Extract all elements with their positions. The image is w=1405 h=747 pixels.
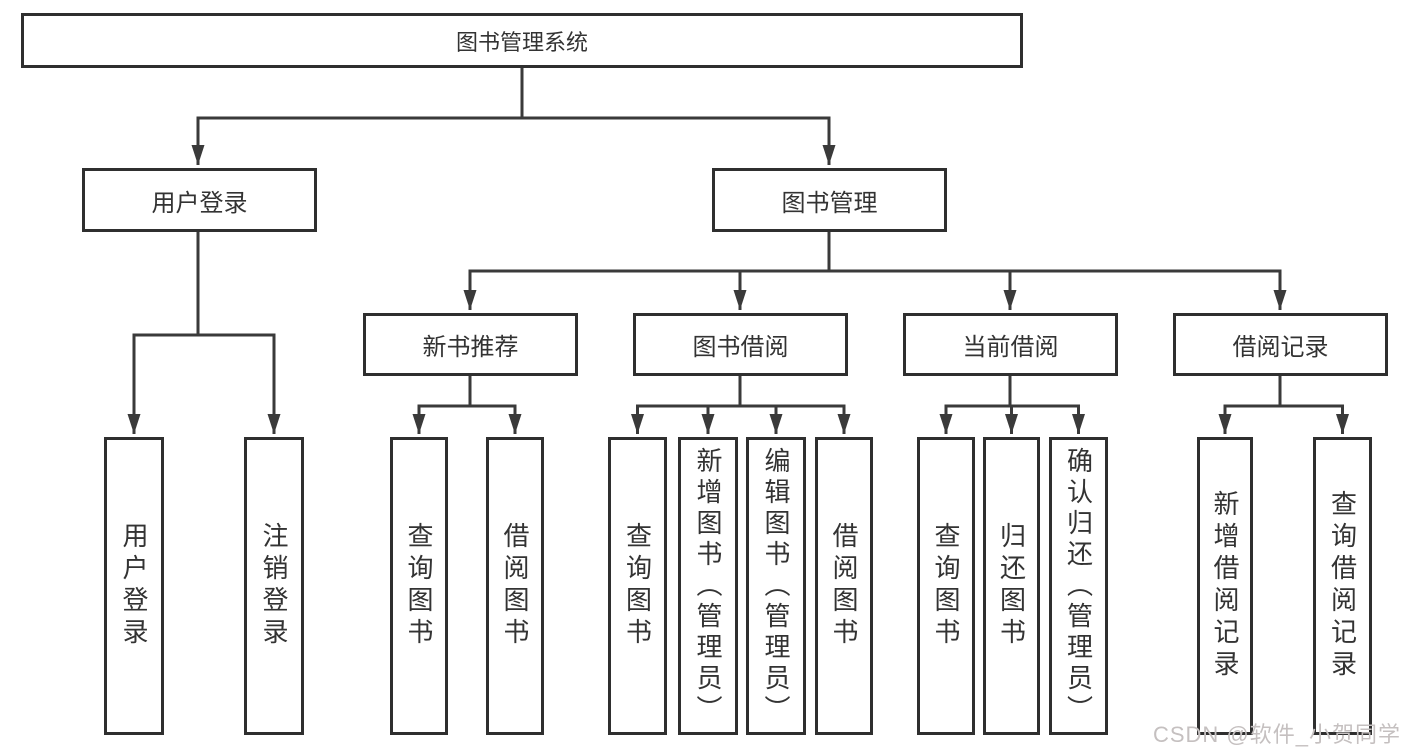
connector-new-book-children [412, 374, 522, 434]
leaf-edit-book-admin: 编辑图书（管理员） [746, 437, 806, 735]
leaf-label: 编辑图书（管理员） [761, 446, 791, 726]
leaf-query-borrow-record: 查询借阅记录 [1313, 437, 1372, 735]
node-book-management: 图书管理 [712, 168, 947, 232]
leaf-logout: 注销登录 [244, 437, 304, 735]
node-label: 图书管理 [781, 189, 878, 217]
node-new-book-recommend: 新书推荐 [363, 313, 578, 376]
connector-user-login-children [127, 230, 281, 434]
node-label: 图书管理系统 [455, 29, 588, 55]
node-label: 用户登录 [151, 189, 248, 217]
leaf-query-book-recommend: 查询图书 [390, 437, 448, 735]
node-user-login: 用户登录 [82, 168, 317, 232]
leaf-query-book-borrow: 查询图书 [608, 437, 667, 735]
connector-book-management-children [463, 230, 1287, 310]
connector-borrow-record-children [1218, 374, 1349, 434]
leaf-label: 查询图书 [404, 522, 434, 650]
leaf-label: 新增图书（管理员） [693, 446, 723, 726]
node-label: 新书推荐 [422, 334, 519, 361]
leaf-label: 查询图书 [622, 522, 653, 650]
leaf-label: 归还图书 [996, 522, 1027, 650]
leaf-label: 新增借阅记录 [1210, 490, 1240, 682]
connector-root-to-level2 [191, 66, 836, 165]
leaf-label: 借阅图书 [500, 522, 530, 650]
leaf-label: 借阅图书 [829, 522, 859, 650]
connector-current-borrow-children [939, 374, 1085, 434]
leaf-label: 查询图书 [931, 522, 961, 650]
leaf-label: 注销登录 [259, 522, 289, 650]
node-root-system: 图书管理系统 [21, 13, 1023, 68]
leaf-label: 用户登录 [119, 522, 149, 650]
node-current-borrow: 当前借阅 [903, 313, 1118, 376]
node-borrow-record: 借阅记录 [1173, 313, 1388, 376]
leaf-user-login: 用户登录 [104, 437, 164, 735]
leaf-label: 确认归还（管理员） [1063, 446, 1094, 726]
leaf-borrow-book: 借阅图书 [815, 437, 873, 735]
node-label: 图书借阅 [692, 334, 789, 361]
csdn-watermark: CSDN @软件_小贺同学 [1152, 722, 1401, 747]
leaf-confirm-return-admin: 确认归还（管理员） [1049, 437, 1108, 735]
connector-book-borrow-children [631, 374, 851, 434]
leaf-borrow-book-recommend: 借阅图书 [486, 437, 544, 735]
node-book-borrow: 图书借阅 [633, 313, 848, 376]
leaf-label: 查询借阅记录 [1327, 490, 1358, 682]
leaf-add-book-admin: 新增图书（管理员） [678, 437, 738, 735]
node-label: 借阅记录 [1232, 334, 1329, 361]
leaf-query-book-current: 查询图书 [917, 437, 975, 735]
leaf-return-book: 归还图书 [983, 437, 1040, 735]
node-label: 当前借阅 [962, 334, 1059, 361]
leaf-add-borrow-record: 新增借阅记录 [1197, 437, 1253, 735]
